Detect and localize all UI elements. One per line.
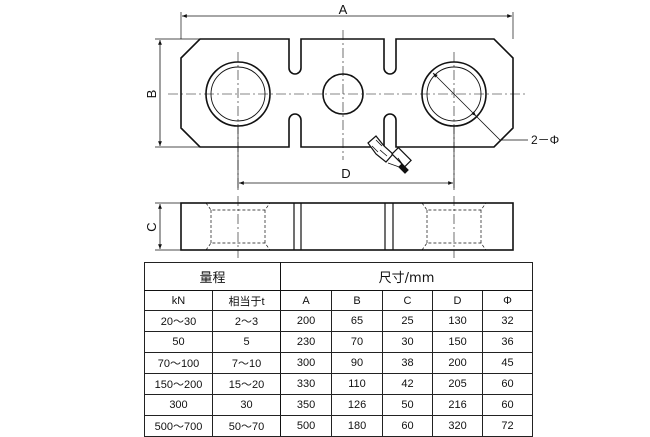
cell-c: 50: [382, 394, 434, 416]
cell-phi: 45: [482, 352, 534, 374]
cell-tonnes: 30: [211, 394, 282, 416]
cell-b: 126: [331, 394, 384, 416]
cell-c: 60: [382, 415, 434, 437]
label-d: D: [341, 166, 350, 181]
cell-a: 300: [280, 352, 333, 374]
cell-kn: 500～700: [144, 415, 213, 437]
cell-kn: 70～100: [144, 352, 213, 374]
col-header-tonnes: 相当于t: [211, 290, 282, 311]
cell-b: 110: [331, 373, 384, 395]
cell-phi: 36: [482, 331, 534, 353]
label-c: C: [144, 222, 159, 231]
cell-kn: 50: [144, 331, 213, 353]
cell-d: 130: [432, 310, 484, 332]
label-a: A: [339, 2, 348, 17]
diameter-leader: [475, 115, 528, 141]
cell-b: 70: [331, 331, 384, 353]
table-row: 500～700 50～70 500 180 60 320 72: [144, 415, 534, 437]
cell-b: 65: [331, 310, 384, 332]
cell-tonnes: 7～10: [211, 352, 282, 374]
table-row: 20～30 2～3 200 65 25 130 32: [144, 310, 534, 332]
table-row: 150～200 15～20 330 110 42 205 60: [144, 373, 534, 395]
cell-a: 500: [280, 415, 333, 437]
col-header-a: A: [280, 290, 333, 311]
cell-phi: 72: [482, 415, 534, 437]
cell-a: 230: [280, 331, 333, 353]
cell-a: 330: [280, 373, 333, 395]
spec-table: 量程 尺寸/mm kN 相当于t A B C D Φ 20～30 2～3 200…: [143, 262, 534, 437]
cell-tonnes: 15～20: [211, 373, 282, 395]
cell-kn: 300: [144, 394, 213, 416]
cell-d: 320: [432, 415, 484, 437]
cell-c: 30: [382, 331, 434, 353]
cell-d: 216: [432, 394, 484, 416]
cell-tonnes: 2～3: [211, 310, 282, 332]
col-header-kn: kN: [144, 290, 213, 311]
cell-phi: 60: [482, 394, 534, 416]
cell-phi: 60: [482, 373, 534, 395]
body-outline: [180, 38, 514, 148]
label-b: B: [144, 90, 159, 99]
label-hole-diameter: 2－Φ: [531, 133, 559, 147]
cell-kn: 20～30: [144, 310, 213, 332]
col-header-b: B: [331, 290, 384, 311]
cable-connector: [367, 135, 412, 174]
cell-b: 180: [331, 415, 384, 437]
table-row: 50 5 230 70 30 150 36: [144, 331, 534, 353]
table-row: 70～100 7～10 300 90 38 200 45: [144, 352, 534, 374]
cell-d: 205: [432, 373, 484, 395]
size-header: 尺寸/mm: [280, 262, 534, 291]
cell-tonnes: 5: [211, 331, 282, 353]
side-body: [180, 202, 514, 251]
col-header-phi: Φ: [482, 290, 534, 311]
col-header-d: D: [432, 290, 484, 311]
cell-kn: 150～200: [144, 373, 213, 395]
cell-phi: 32: [482, 310, 534, 332]
table-row: 300 30 350 126 50 216 60: [144, 394, 534, 416]
cell-a: 350: [280, 394, 333, 416]
cell-d: 150: [432, 331, 484, 353]
cell-a: 200: [280, 310, 333, 332]
cell-d: 200: [432, 352, 484, 374]
cell-c: 42: [382, 373, 434, 395]
col-header-c: C: [382, 290, 434, 311]
cell-b: 90: [331, 352, 384, 374]
side-view: [155, 196, 514, 258]
top-view: [155, 12, 528, 190]
cell-tonnes: 50～70: [211, 415, 282, 437]
cell-c: 25: [382, 310, 434, 332]
diameter-line: [432, 72, 477, 117]
range-header: 量程: [143, 262, 282, 291]
cell-c: 38: [382, 352, 434, 374]
